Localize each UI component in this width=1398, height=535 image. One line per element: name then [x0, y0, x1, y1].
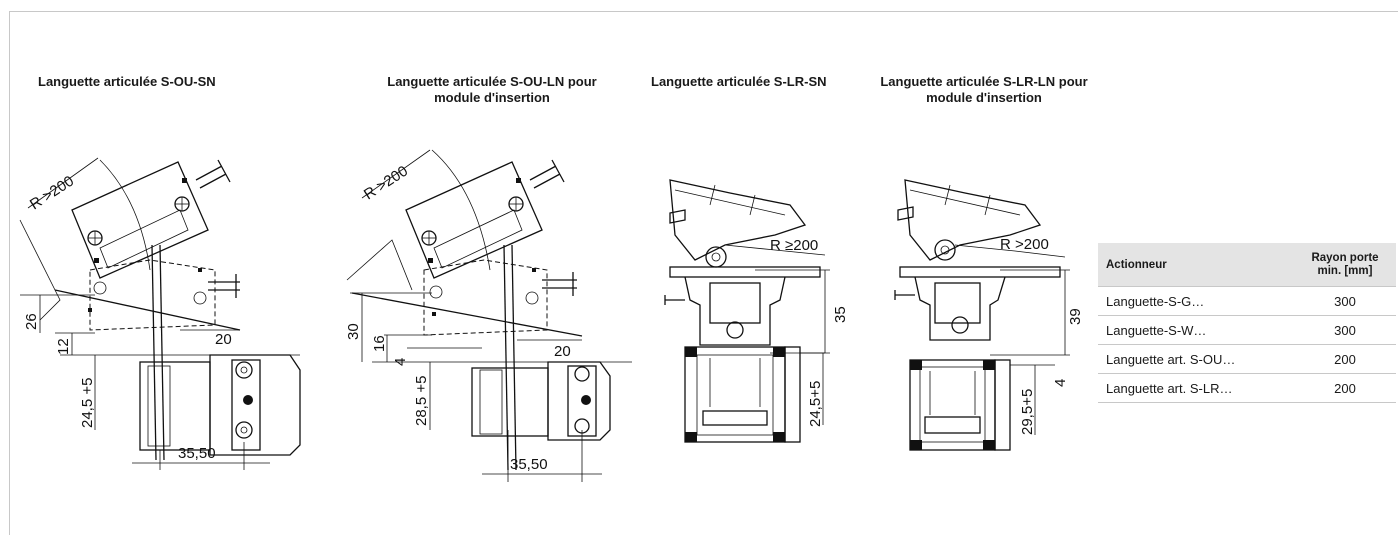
radius-label: R >200 — [27, 173, 77, 214]
svg-text:29,5+5: 29,5+5 — [1019, 389, 1036, 435]
table-row: Languette art. S-OU… 200 — [1098, 344, 1396, 374]
radius-label: R >200 — [361, 163, 411, 204]
svg-text:4: 4 — [392, 358, 409, 366]
svg-text:35,50: 35,50 — [178, 445, 216, 462]
cell-radius: 300 — [1294, 315, 1396, 345]
svg-text:16: 16 — [371, 335, 388, 352]
drawing-s-ou-ln: R >200 30 16 4 20 28,5 +5 35,50 — [345, 149, 632, 482]
svg-text:20: 20 — [215, 331, 232, 348]
drawing-s-lr-sn: R ≥200 35 24,5+5 — [664, 179, 849, 443]
header-min-radius: Rayon porte min. [mm] — [1294, 243, 1396, 287]
drawing-s-ou-sn: R >200 26 12 20 24,5 +5 35,50 — [19, 157, 301, 470]
radius-label: R ≥200 — [770, 237, 818, 254]
cell-radius: 200 — [1294, 344, 1396, 374]
caption-s-ou-ln: Languette articulée S-OU-LN pour module … — [387, 74, 597, 105]
radius-label: R >200 — [1000, 236, 1049, 253]
table-header-row: Actionneur Rayon porte min. [mm] — [1098, 243, 1396, 287]
svg-text:24,5+5: 24,5+5 — [807, 381, 824, 427]
svg-text:20: 20 — [554, 343, 571, 360]
svg-text:35: 35 — [832, 306, 849, 323]
svg-text:35,50: 35,50 — [510, 456, 548, 473]
svg-text:30: 30 — [345, 323, 362, 340]
table-row: Languette-S-G… 300 — [1098, 286, 1396, 316]
svg-text:4: 4 — [1052, 379, 1069, 387]
cell-actuator: Languette-S-W… — [1098, 315, 1294, 345]
cell-radius: 300 — [1294, 286, 1396, 316]
door-radius-table: Actionneur Rayon porte min. [mm] Languet… — [1098, 243, 1396, 403]
svg-text:24,5 +5: 24,5 +5 — [79, 378, 96, 428]
caption-s-lr-sn: Languette articulée S-LR-SN — [651, 74, 827, 89]
cell-radius: 200 — [1294, 373, 1396, 403]
caption-s-lr-ln: Languette articulée S-LR-LN pour module … — [880, 74, 1088, 105]
svg-text:28,5 +5: 28,5 +5 — [413, 376, 430, 426]
table-row: Languette-S-W… 300 — [1098, 315, 1396, 345]
svg-text:12: 12 — [55, 338, 72, 355]
page-frame — [9, 11, 1398, 535]
svg-text:39: 39 — [1067, 308, 1084, 325]
cell-actuator: Languette-S-G… — [1098, 286, 1294, 316]
drawing-s-lr-ln: R >200 39 4 29,5+5 — [894, 179, 1084, 451]
cell-actuator: Languette art. S-OU… — [1098, 344, 1294, 374]
svg-text:26: 26 — [23, 313, 40, 330]
caption-s-ou-sn: Languette articulée S-OU-SN — [38, 74, 216, 89]
header-actuator: Actionneur — [1098, 243, 1294, 287]
cell-actuator: Languette art. S-LR… — [1098, 373, 1294, 403]
table-row: Languette art. S-LR… 200 — [1098, 373, 1396, 403]
